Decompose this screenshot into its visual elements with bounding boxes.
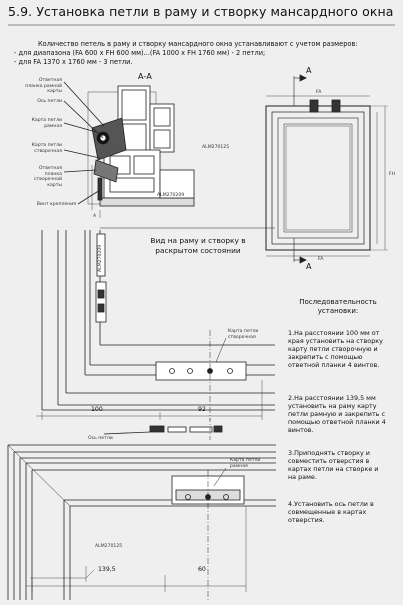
section-dim-a: A xyxy=(93,214,97,219)
bottom-card-label: Карта петли рамная xyxy=(230,458,261,469)
section-a-a-drawing xyxy=(63,81,195,218)
mid-profile-label: ALM270209 xyxy=(98,244,103,272)
open-view-title: Вид на раму и створку в раскрытом состоя… xyxy=(150,236,246,255)
bottom-dim-right: 60 xyxy=(198,566,206,573)
callout-frame-card: Карта петли рамная xyxy=(31,118,62,129)
window-elevation-drawing xyxy=(265,74,388,264)
callout-fixing-screw: Винт крепления xyxy=(36,202,76,207)
callout-counter-plate-sash: Ответная планка створочной карты xyxy=(34,166,62,188)
section-profile-top: ALM270125 xyxy=(202,145,230,150)
hinge-axis-drawing xyxy=(103,418,223,440)
mid-dim-left: 100 xyxy=(91,406,103,413)
page-title: 5.9. Установка петли в раму и створку ма… xyxy=(8,4,394,19)
mid-card-label: Карта петли створочная xyxy=(228,329,259,340)
window-mark-a-top: A xyxy=(306,66,312,75)
step-3: 3.Приподнять створку и совместить отверс… xyxy=(288,449,379,482)
step-2: 2.На расстоянии 139,5 мм установить на р… xyxy=(288,394,386,435)
intro-line-2: - для диапазона (FA 600 х FH 600 мм)...(… xyxy=(14,49,266,57)
mid-dim-right: 92 xyxy=(198,406,206,413)
frame-view-drawing xyxy=(7,444,276,600)
steps-title: Последовательность установки: xyxy=(299,298,377,315)
window-fa-tag: FA xyxy=(316,90,322,95)
open-state-view-drawing xyxy=(36,227,275,420)
bottom-profile-label: ALM270125 xyxy=(95,544,123,549)
step-4: 4.Установить ось петли в совмещенные в к… xyxy=(288,500,374,525)
intro-line-1: Количество петель в раму и створку манса… xyxy=(38,40,358,48)
section-label: А-А xyxy=(138,72,152,81)
step-1: 1.На расстоянии 100 мм от края установит… xyxy=(288,329,383,370)
window-mark-a-bottom: A xyxy=(306,262,312,271)
window-fh-tag: FH xyxy=(389,172,396,177)
intro-line-3: - для FA 1370 х 1760 мм - 3 петли. xyxy=(14,58,133,66)
callout-hinge-axis: Ось петли xyxy=(37,99,62,104)
callout-sash-card: Карта петли створочная xyxy=(31,143,62,154)
hinge-axis-label: Ось петли xyxy=(88,436,113,441)
bottom-dim-left: 139,5 xyxy=(98,566,116,573)
callout-counter-plate-frame: Ответная планка рамной карты xyxy=(25,78,62,94)
section-profile-bottom: ALM270209 xyxy=(157,193,185,198)
window-fa-tag-bottom: FA xyxy=(318,257,324,262)
